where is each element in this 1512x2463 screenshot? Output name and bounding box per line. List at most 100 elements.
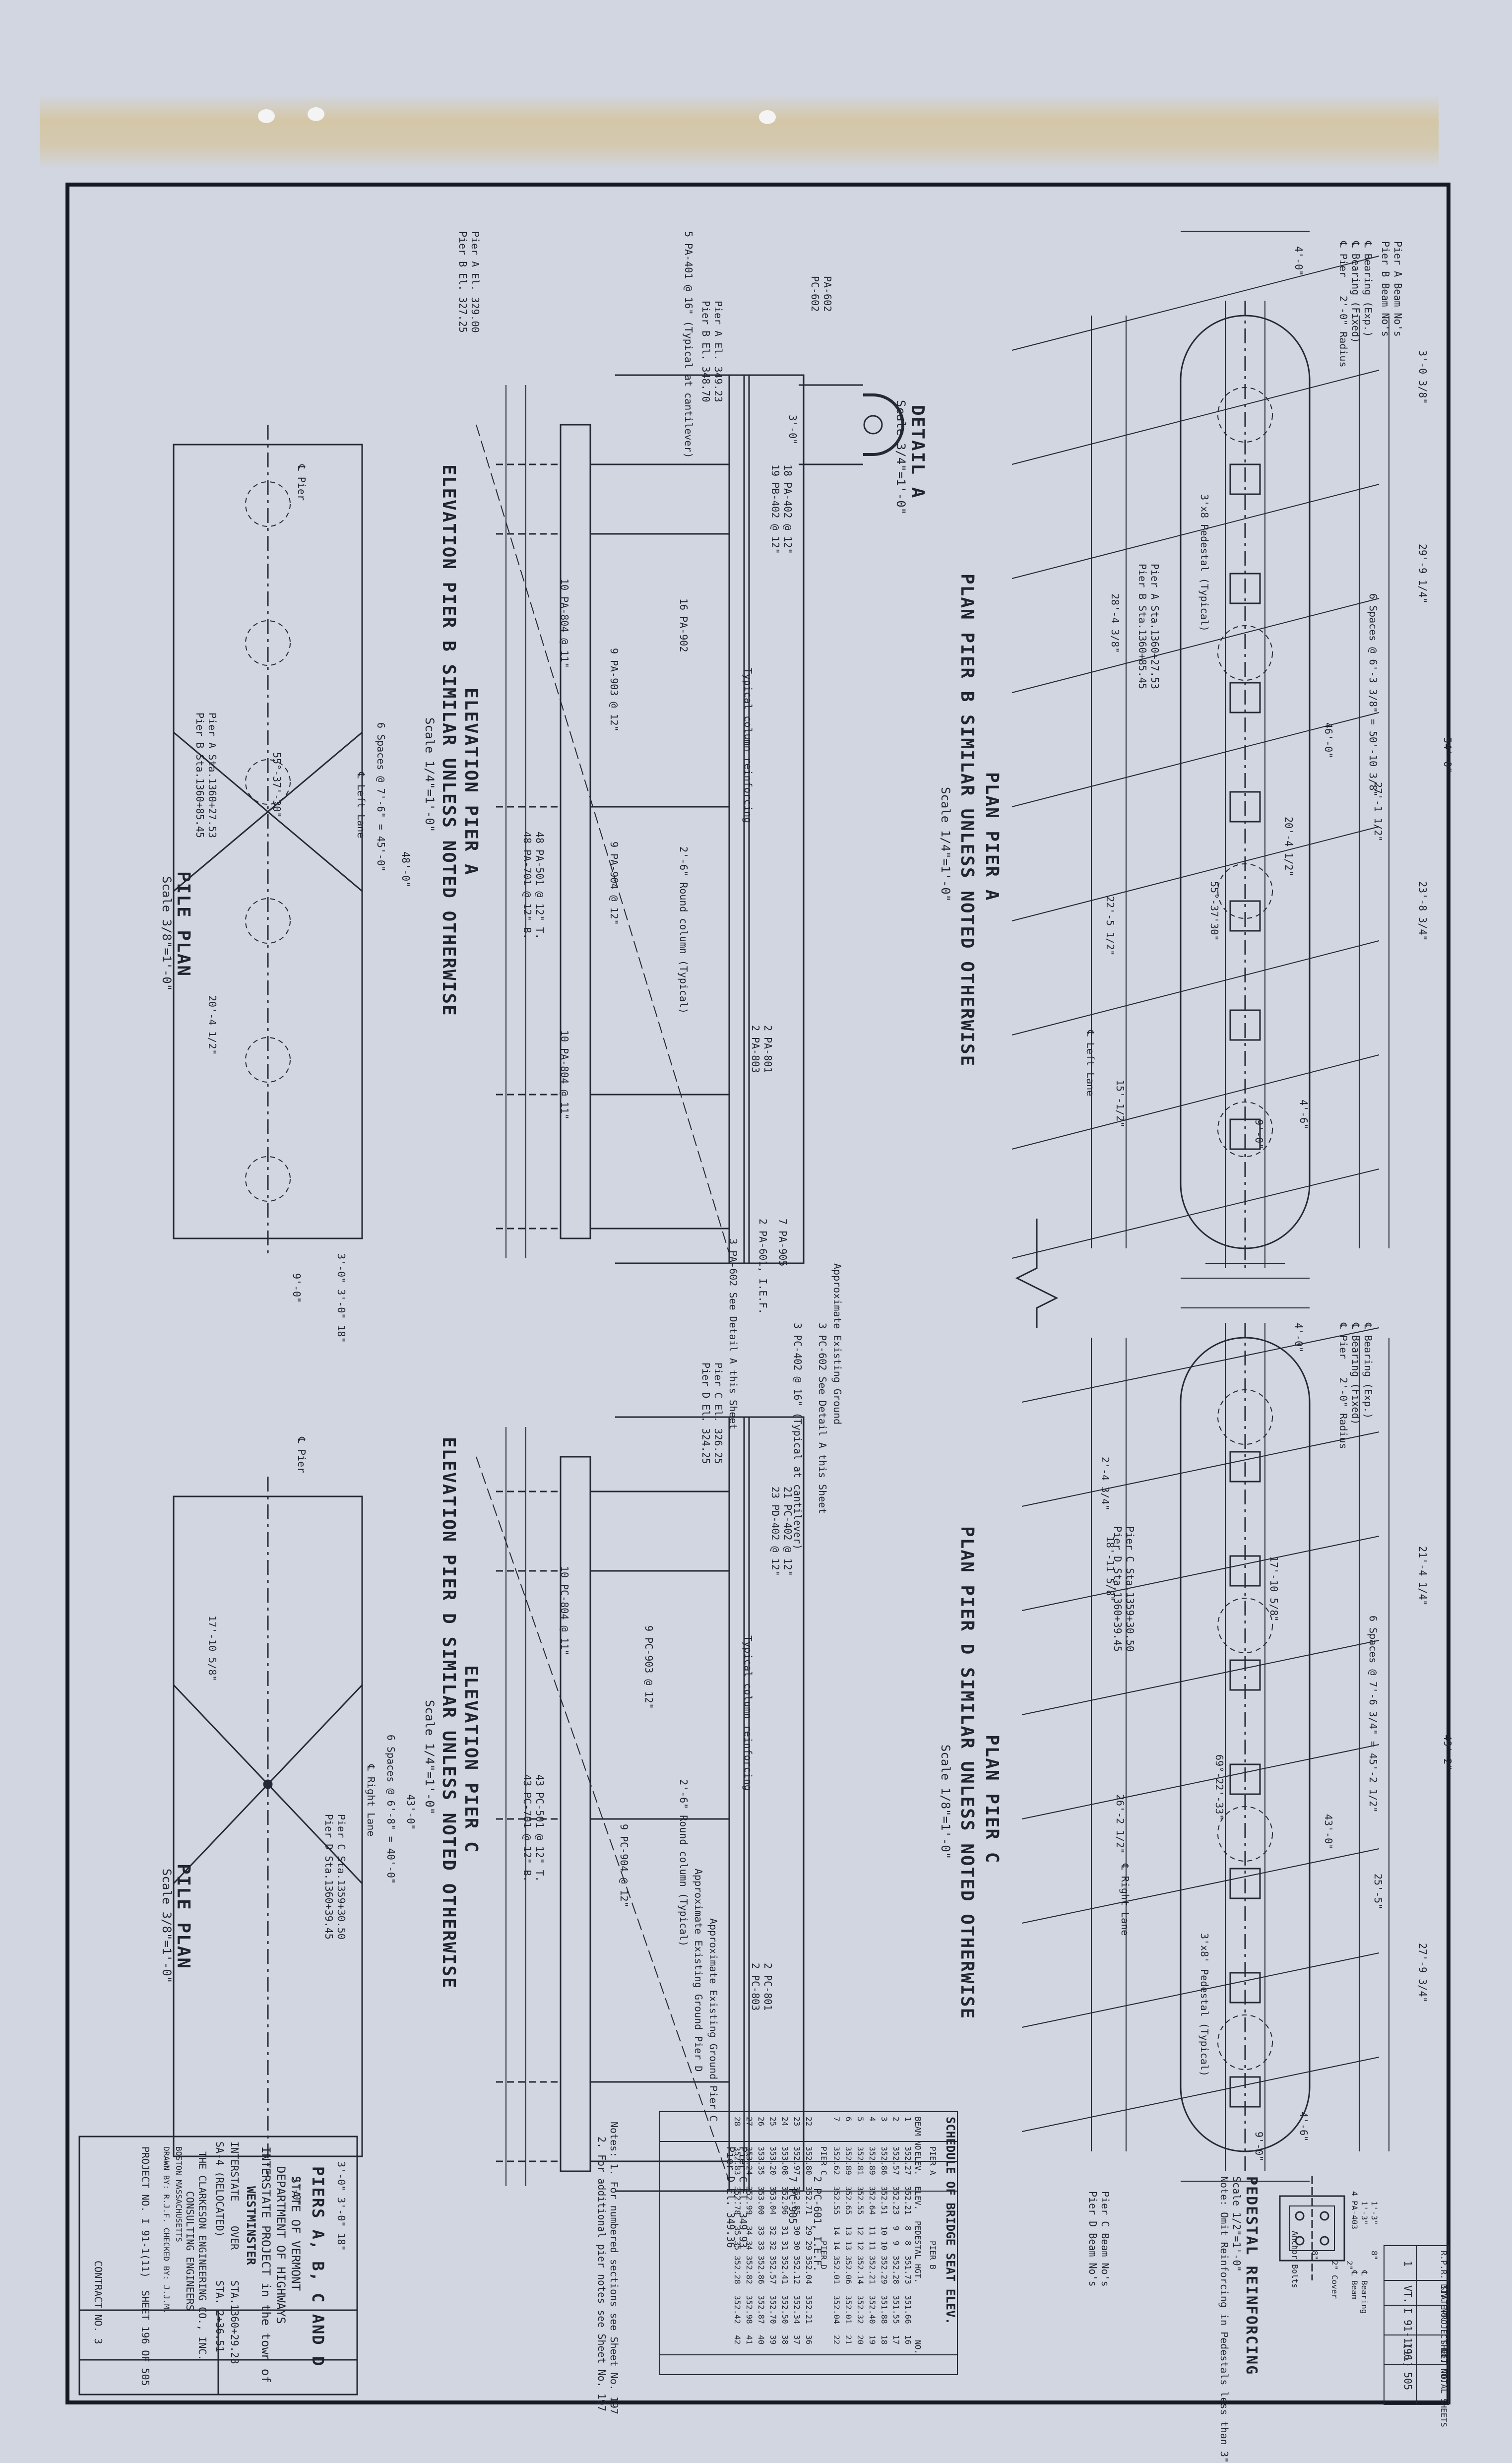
header-val-state: VT. [1402,2285,1414,2304]
schedule-cell: 353.20 [768,2146,778,2175]
pedestal-scale: Scale 1/2"=1'-0" [1231,2176,1243,2272]
schedule-cell: 353.00 [756,2186,766,2215]
schedule-cell: 351.88 [880,2295,889,2324]
pile-a-note-2: 6 Spaces @ 7'-6" = 45'-0" [375,722,387,872]
schedule-cell: 352.40 [868,2295,877,2324]
title-block-sta2: STA. 2+36.51 [214,2280,226,2352]
schedule-cell: 351.55 [891,2295,901,2324]
schedule-cell: 352.51 [880,2186,889,2215]
plan-c-dim-5: 25'-5" [1372,1874,1384,1910]
plan-c-lane: ℄ Right Lane [1119,1864,1131,1936]
elev-pier-c-subtitle: ELEVATION PIER D SIMILAR UNLESS NOTED OT… [439,1437,459,1989]
elev-a-mark-3: 5 PA-401 @ 16" (Typical at cantilever) [683,231,694,458]
pedestal-mark-2: 2" Cover [1330,2261,1339,2299]
plan-pier-a-title: PLAN PIER A [982,772,1002,902]
schedule-cell: 37 [792,2335,802,2345]
schedule-cell: 9 [891,2241,901,2246]
schedule-cell: 352.71 [804,2186,814,2215]
schedule-cell: 12 [856,2241,865,2251]
schedule-cell: 30 [792,2226,802,2236]
plan-c-dim-6: 6 Spaces @ 7'-6 3/4" = 45'-2 1/2" [1367,1616,1379,1813]
elev-c-mark-17: 2 PC-803 [750,1963,761,2011]
schedule-cell: 352.14 [856,2256,865,2284]
plan-a-dim-11: 55°-37'30" [1208,881,1220,941]
elev-a-mark-5: Pier B El. 348.70 [700,301,712,402]
schedule-cell: 352.78 [733,2186,742,2215]
plan-c-dim-0: 4'-0" [1293,1323,1305,1353]
schedule-cell: 3 [880,2117,889,2122]
title-block-project-no: PROJECT NO. I 91-1(11) [139,2146,151,2278]
schedule-cell: 352.34 [792,2295,802,2324]
schedule-cell: 352.57 [891,2146,901,2175]
schedule-cell: 31 [780,2241,790,2251]
schedule-cell: 29 [804,2226,814,2236]
schedule-cell: 352.12 [792,2256,802,2284]
schedule-cell: 351.66 [903,2295,913,2324]
elev-c-mark-16: 2 PC-801 [762,1963,774,2011]
schedule-cell: 352.70 [768,2295,778,2324]
elev-a-mark-6: Pier A El. 329.00 [469,231,481,333]
schedule-cell: 19 [868,2335,877,2345]
plan-c-dim-1: 2'-4 3/4" [1099,1457,1111,1511]
pile-c-note-4: Pier C Sta.1359+30.50 [335,1814,347,1940]
linework [78,231,1449,2405]
pile-c-note-2: 6 Spaces @ 6'-8" = 40'-0" [385,1735,397,1884]
schedule-cell: 16 [903,2335,913,2345]
schedule-cell: 30 [792,2241,802,2251]
schedule-cell: 352.97 [792,2146,802,2175]
pile-c-note-3: 43'-0" [405,1794,417,1830]
title-block-town: WESTMINSTER [244,2186,258,2265]
header-col-state: STATE [1439,2285,1449,2310]
schedule-col-beam: BEAM NO. [913,2117,923,2155]
plan-c-dim-9: 43'-0" [1323,1814,1334,1850]
title-block-dept: DEPARTMENT OF HIGHWAYS [274,2166,288,2324]
schedule-cell: 12 [856,2226,865,2236]
plan-a-pier-cl: ℄ Pier [1337,241,1349,278]
plan-pier-a-scale: Scale 1/4"=1'-0" [939,787,952,902]
plan-c-bearing-fixed: ℄ Bearing (Fixed) [1350,1323,1362,1425]
schedule-cell: 4 [868,2117,877,2122]
elev-c-mark-4: Pier C El. 326.25 [712,1362,724,1464]
schedule-cell: 352.89 [868,2146,877,2175]
pile-plan-c-scale: Scale 3/8"=1'-0" [160,1869,174,1984]
elev-a-mark-8: 9 PA-903 @ 12" [608,648,620,732]
schedule-cell: 33 [756,2241,766,2251]
schedule-cell: 32 [768,2226,778,2236]
detail-a-drawing [799,384,904,465]
plan-c-station-c: Pier C Sta.1359+30.50 [1124,1526,1136,1652]
elev-a-mark-11: 10 PA-804 @ 11" [559,579,570,668]
plan-c-dim-10: 17'-10 5/8" [1268,1556,1280,1622]
plan-a-station-b: Pier B Sta.1360+85.45 [1136,564,1148,689]
schedule-cell: 352.82 [745,2256,754,2284]
plan-c-dim-11: 69°-22'-33" [1213,1754,1225,1820]
title-block-project: INTERSTATE PROJECT in the town of [259,2146,273,2383]
schedule-cell: 33 [756,2226,766,2236]
schedule-cell: 24 [780,2117,790,2127]
elev-a-mark-9: 9 PA-904 @ 12" [608,842,620,925]
schedule-cell: 352.21 [868,2256,877,2284]
elev-a-mark-13: 48 PA-701 @ 12" B. [521,832,533,939]
schedule-cell: 352.64 [868,2186,877,2215]
schedule-cell: 352.85 [792,2186,802,2215]
schedule-cell: 10 [880,2226,889,2236]
elev-a-mark-4: Pier A El. 349.23 [712,301,724,402]
header-val-div: 1 [1402,2261,1414,2267]
schedule-cell: 26 [756,2117,766,2127]
schedule-cell: 352.86 [756,2256,766,2284]
elev-c-mark-14: Approximate Existing Ground Pier D [693,1869,704,2072]
schedule-cell: 41 [745,2335,754,2345]
schedule-cell: 10 [880,2241,889,2251]
pile-a-note-9: 9'-0" [291,1273,303,1303]
plan-a-dim-6: 6 Spaces @ 6'-3 3/8" = 50'-10 3/8" [1367,593,1379,797]
punch-hole [759,110,776,124]
pile-c-note-6: 17'-10 5/8" [206,1616,218,1682]
pedestal-mark-3: ℄ Bearing [1360,2270,1369,2314]
title-block-over: OVER [229,2226,241,2250]
pile-a-note-1: ℄ Left Lane [355,772,367,839]
plan-c-dim-15: 3'x8' Pedestal (Typical) [1198,1933,1210,2076]
elev-c-mark-5: Pier D El. 324.25 [700,1362,712,1464]
schedule-cell: 352.04 [832,2295,841,2324]
plan-c-dim-14: 2'-0" Radius [1337,1377,1349,1449]
schedule-cell: 352.41 [780,2256,790,2284]
schedule-cell: 2 [891,2117,901,2122]
